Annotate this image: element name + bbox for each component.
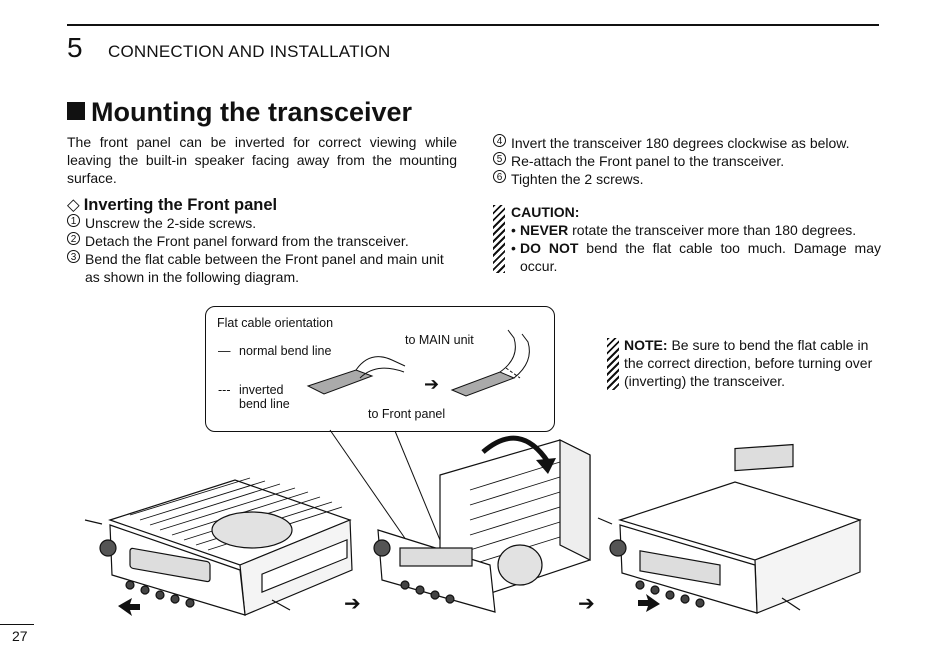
step-item: 2 Detach the Front panel forward from the…	[67, 232, 462, 250]
legend-normal-label: normal bend line	[239, 344, 332, 358]
caution-item: •DO NOT bend the flat cable too much. Da…	[511, 240, 881, 274]
caution-hatch-icon	[493, 205, 505, 273]
step-number: 6	[493, 170, 506, 183]
caution-item-bold: NEVER	[520, 222, 569, 238]
callout-arrow-right-icon: ➔	[424, 374, 439, 395]
step-number: 5	[493, 152, 506, 165]
subsection-title: ◇Inverting the Front panel	[67, 195, 277, 215]
transceiver-step3	[597, 443, 862, 614]
arrow-right-icon: ➔	[344, 591, 361, 615]
subsection-title-text: Inverting the Front panel	[83, 196, 278, 214]
page-number: 27	[12, 628, 28, 644]
transceiver-step2	[373, 439, 591, 613]
caution-item-bold: DO NOT	[520, 240, 579, 256]
cable-inverted-drawing	[450, 329, 530, 397]
note-box: NOTE: Be sure to bend the flat cable in …	[607, 336, 880, 390]
cable-orientation-callout: Flat cable orientation — normal bend lin…	[205, 306, 555, 432]
step-number: 1	[67, 214, 80, 227]
intro-paragraph: The front panel can be inverted for corr…	[67, 134, 457, 186]
header-rule	[67, 24, 879, 26]
label-to-front: to Front panel	[368, 407, 446, 421]
legend-normal-symbol: —	[218, 344, 231, 358]
caution-item: •NEVER rotate the transceiver more than …	[511, 222, 857, 238]
caution-title: CAUTION:	[511, 204, 580, 220]
note-label: NOTE:	[624, 337, 668, 353]
callout-title: Flat cable orientation	[217, 316, 334, 330]
step-number: 3	[67, 250, 80, 263]
label-to-main: to MAIN unit	[405, 333, 474, 347]
caution-item-text: rotate the transceiver more than 180 deg…	[568, 222, 857, 238]
chapter-number: 5	[67, 32, 83, 63]
attach-arrow-icon	[638, 594, 660, 612]
step-item: 6 Tighten the 2 screws.	[493, 170, 893, 188]
step-item: 3 Bend the flat cable between the Front p…	[67, 250, 462, 286]
page-number-rule	[0, 624, 34, 625]
curved-arrow-head-icon	[536, 458, 556, 474]
caution-item-text: bend the flat cable too much. Damage may…	[520, 240, 881, 274]
callout-pointer-line	[394, 430, 441, 541]
section-title-text: Mounting the transceiver	[91, 97, 413, 127]
square-bullet-icon	[67, 102, 85, 120]
step-text: Tighten the 2 screws.	[511, 171, 644, 187]
curved-arrow-icon	[481, 435, 551, 464]
step-text: Re-attach the Front panel to the transce…	[511, 153, 785, 169]
step-item: 5 Re-attach the Front panel to the transc…	[493, 152, 893, 170]
step-number: 2	[67, 232, 80, 245]
legend-inverted-symbol: ---	[218, 383, 231, 397]
step-text: Unscrew the 2-side screws.	[85, 215, 257, 231]
step-item: 1 Unscrew the 2-side screws.	[67, 214, 462, 232]
chapter-title: CONNECTION AND INSTALLATION	[108, 42, 391, 61]
steps-left: 1 Unscrew the 2-side screws. 2 Detach the …	[67, 214, 462, 286]
section-title: Mounting the transceiver	[67, 96, 412, 128]
legend-inverted-label-2: bend line	[239, 397, 290, 411]
arrow-right-icon: ➔	[578, 591, 595, 615]
cable-normal-drawing	[306, 356, 406, 395]
step-text: Invert the transceiver 180 degrees clock…	[511, 135, 850, 151]
note-hatch-icon	[607, 338, 619, 390]
note-text: Be sure to bend the flat cable in the co…	[624, 337, 873, 389]
steps-right: 4 Invert the transceiver 180 degrees cloc…	[493, 134, 893, 188]
step-text: Bend the flat cable between the Front pa…	[85, 251, 444, 285]
diamond-icon: ◇	[67, 196, 80, 214]
step-number: 4	[493, 134, 506, 147]
caution-box: CAUTION: •NEVER rotate the transceiver m…	[493, 203, 881, 275]
step-text: Detach the Front panel forward from the …	[85, 233, 409, 249]
transceiver-step1	[84, 477, 353, 616]
step-item: 4 Invert the transceiver 180 degrees cloc…	[493, 134, 893, 152]
legend-inverted-label-1: inverted	[239, 383, 284, 397]
detach-arrow-icon	[118, 598, 140, 616]
